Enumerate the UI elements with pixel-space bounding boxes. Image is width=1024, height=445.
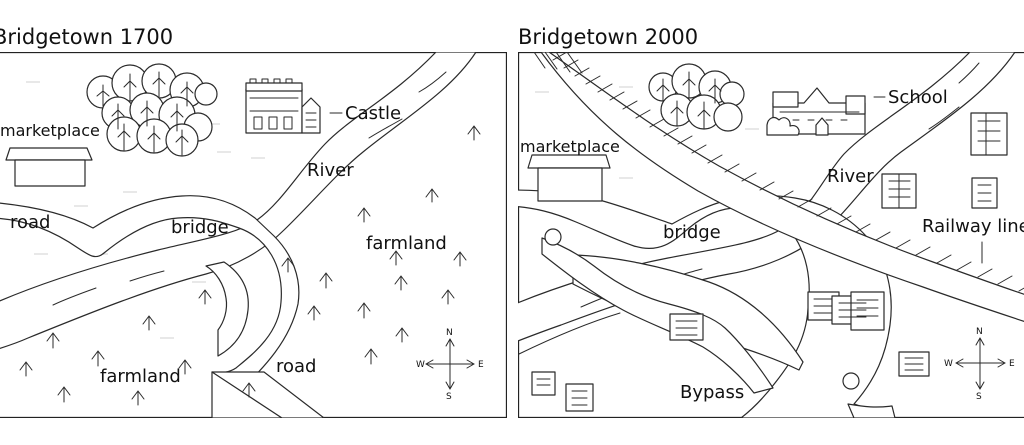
map-title-1700: Bridgetown 1700 [0, 25, 174, 49]
road-label-left: road [10, 212, 50, 233]
river-label-right: River [827, 166, 874, 187]
compass-south-left: S [446, 392, 452, 402]
map-title-2000: Bridgetown 2000 [518, 25, 699, 49]
compass-north-right: N [976, 327, 983, 337]
forest-1700 [86, 63, 218, 157]
bridge-label-left: bridge [171, 217, 229, 238]
roads-2000 [518, 189, 896, 418]
roads-1700 [0, 195, 325, 418]
river-label-left: River [307, 160, 354, 181]
farmland-plants-right [281, 125, 481, 365]
farmland-plants-bottom [19, 289, 256, 406]
houses-2000 [531, 112, 1008, 412]
marketplace-1700: marketplace [0, 121, 100, 187]
compass-right: N S W E [944, 327, 1015, 402]
compass-left: N S W E [416, 328, 484, 402]
compass-west-right: W [944, 359, 953, 369]
bypass-label: Bypass [680, 382, 744, 403]
compass-west-left: W [416, 360, 425, 370]
marketplace-2000: marketplace [520, 137, 620, 202]
castle-1700: Castle [245, 78, 401, 134]
railway-2000 [533, 52, 1024, 322]
river-1700 [0, 52, 477, 349]
marketplace-label-right: marketplace [520, 137, 620, 156]
road-label-bottom: road [276, 356, 316, 377]
forest-2000 [648, 63, 745, 132]
compass-north-left: N [446, 328, 453, 338]
compass-east-right: E [1009, 359, 1015, 369]
bridge-label-right: bridge [663, 222, 721, 243]
school-label: School [888, 87, 948, 108]
map-2000: marketplace [518, 52, 1024, 418]
farmland-label-right: farmland [366, 233, 447, 254]
compass-east-left: E [478, 360, 484, 370]
railway-label: Railway line [922, 216, 1024, 237]
map-1700: marketplace [0, 52, 507, 418]
compass-south-right: S [976, 392, 982, 402]
castle-label: Castle [345, 103, 401, 124]
marketplace-label-left: marketplace [0, 121, 100, 140]
farmland-label-bottom: farmland [100, 366, 181, 387]
school-2000: School [766, 87, 948, 136]
